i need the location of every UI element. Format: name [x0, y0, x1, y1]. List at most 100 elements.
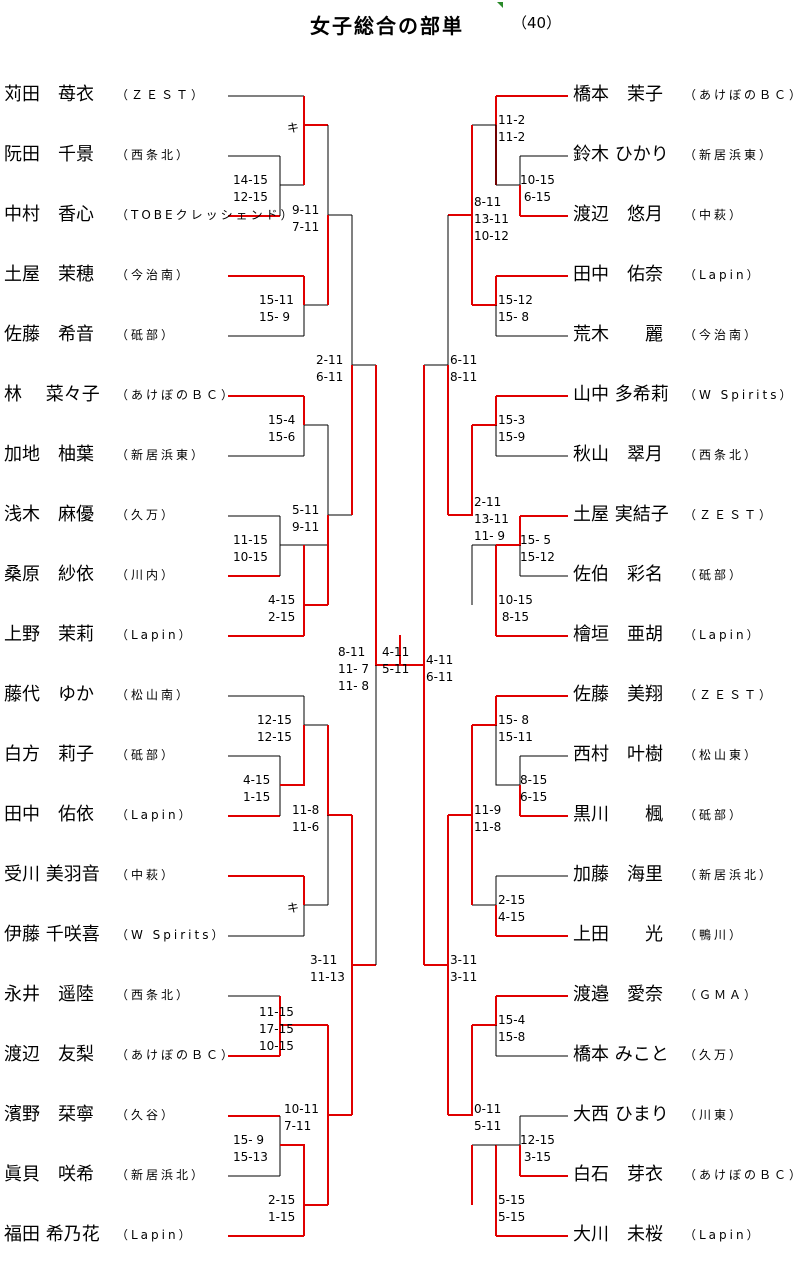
player-name: 田中 佑依: [4, 804, 94, 825]
score-label: 8-11 11- 7 11- 8: [338, 645, 370, 693]
score-label: 6-11 8-11: [450, 353, 478, 384]
player-club: （あけぼのＢＣ）: [684, 1168, 799, 1182]
player-name: 田中 佑奈: [573, 264, 663, 285]
player-name: 苅田 苺衣: [4, 84, 94, 105]
player-club: （ＺＥＳＴ）: [116, 88, 207, 102]
score-label: 15- 8 15-11: [498, 713, 533, 744]
player-club: （松山東）: [684, 748, 760, 762]
score-label: 5-11 9-11: [292, 503, 320, 534]
bracket-path: [351, 815, 376, 966]
score-label: 11-15 17-15 10-15: [259, 1005, 294, 1053]
score-label: 4-11 6-11: [426, 653, 454, 684]
player-club: （砥部）: [684, 568, 745, 582]
player-club: （新居浜北）: [684, 868, 775, 882]
player-club: （Lapin）: [116, 1228, 194, 1242]
player-name: 土屋 実結子: [573, 504, 669, 525]
player-name: 渡辺 悠月: [573, 204, 663, 225]
score-label: 15- 9 15-13: [233, 1133, 268, 1164]
player-club: （新居浜東）: [116, 448, 207, 462]
player-club: （あけぼのＢＣ）: [116, 1048, 237, 1062]
bracket-path: [424, 815, 449, 966]
player-club: （ＧＭＡ）: [684, 988, 760, 1002]
score-label: 11-2 11-2: [498, 113, 526, 144]
player-name: 佐伯 彩名: [573, 564, 663, 585]
flag-icon: [497, 2, 503, 8]
bracket-path: [424, 215, 449, 366]
player-club: （久谷）: [116, 1108, 177, 1122]
score-label: 0-11 5-11: [474, 1102, 502, 1133]
player-name: 藤代 ゆか: [4, 684, 94, 705]
bracket-path: [448, 725, 473, 816]
player-club: （中萩）: [116, 868, 177, 882]
player-club: （あけぼのＢＣ）: [684, 88, 799, 102]
player-name: 濱野 栞寧: [4, 1104, 94, 1125]
score-label: 10-11 7-11: [284, 1102, 319, 1133]
player-club: （W Spirits）: [116, 928, 227, 942]
player-club: （久万）: [116, 508, 177, 522]
score-label: キ: [287, 121, 300, 135]
bracket-path: [448, 125, 473, 216]
score-label: 10-15 6-15: [520, 173, 555, 204]
player-club: （ＺＥＳＴ）: [684, 688, 775, 702]
score-label: 15-11 15- 9: [259, 293, 294, 324]
player-name: 白方 莉子: [4, 744, 94, 765]
score-label: 12-15 12-15: [257, 713, 292, 744]
player-club: （今治南）: [116, 268, 192, 282]
player-name: 林 菜々子: [4, 384, 100, 405]
player-name: 眞貝 咲希: [4, 1164, 94, 1185]
player-club: （砥部）: [116, 328, 177, 342]
bracket-path: [496, 156, 521, 186]
player-name: 秋山 翠月: [573, 444, 663, 465]
player-name: 大西 ひまり: [573, 1104, 669, 1125]
player-name: 加地 柚葉: [4, 444, 94, 465]
player-name: 黒川 楓: [573, 804, 663, 825]
player-club: （W Spirits）: [684, 388, 795, 402]
bracket-path: [303, 424, 328, 456]
player-name: 永井 遥陸: [4, 984, 94, 1005]
player-name: 橋本 茉子: [573, 84, 663, 105]
entry-count: （40）: [512, 14, 562, 32]
player-name: 檜垣 亜胡: [573, 624, 663, 645]
score-label: 10-15 8-15: [498, 593, 533, 624]
player-club: （西条北）: [116, 148, 192, 162]
player-name: 阮田 千景: [4, 144, 94, 165]
score-label: 4-15 1-15: [243, 773, 271, 804]
score-label: 11-8 11-6: [292, 803, 320, 834]
player-club: （川内）: [116, 568, 177, 582]
score-label: 2-11 6-11: [316, 353, 344, 384]
player-club: （松山南）: [116, 688, 192, 702]
score-label: 11-9 11-8: [474, 803, 502, 834]
player-club: （砥部）: [116, 748, 177, 762]
score-label: 2-15 4-15: [498, 893, 526, 924]
player-name: 伊藤 千咲喜: [4, 924, 100, 945]
player-club: （新居浜北）: [116, 1168, 207, 1182]
player-club: （Lapin）: [684, 268, 762, 282]
bracket-path: [327, 125, 352, 216]
bracket-path: [472, 996, 497, 1026]
player-name: 上田 光: [573, 924, 663, 945]
player-name: 橋本 みこと: [573, 1044, 669, 1065]
bracket-path: [375, 365, 400, 666]
player-name: 浅木 麻優: [4, 504, 94, 525]
bracket-path: [327, 425, 352, 516]
score-label: 14-15 12-15: [233, 173, 268, 204]
player-club: （川東）: [684, 1108, 745, 1122]
player-name: 福田 希乃花: [4, 1224, 100, 1245]
score-label: 15-4 15-8: [498, 1013, 526, 1044]
player-name: 渡辺 友梨: [4, 1044, 94, 1065]
player-club: （Lapin）: [684, 628, 762, 642]
player-name: 大川 未桜: [573, 1224, 663, 1245]
page-title: 女子総合の部単: [310, 14, 464, 38]
bracket-path: [303, 904, 328, 936]
bracket-path: [303, 304, 328, 336]
score-label: 15-12 15- 8: [498, 293, 533, 324]
score-label: 15- 5 15-12: [520, 533, 555, 564]
final-score: 4-11 5-11: [382, 645, 410, 676]
bracket-path: [495, 725, 520, 786]
bracket-path: [472, 396, 497, 426]
player-name: 桑原 紗依: [4, 564, 94, 585]
bracket-path: [472, 276, 497, 306]
player-name: 西村 叶樹: [573, 744, 663, 765]
player-club: （今治南）: [684, 328, 760, 342]
